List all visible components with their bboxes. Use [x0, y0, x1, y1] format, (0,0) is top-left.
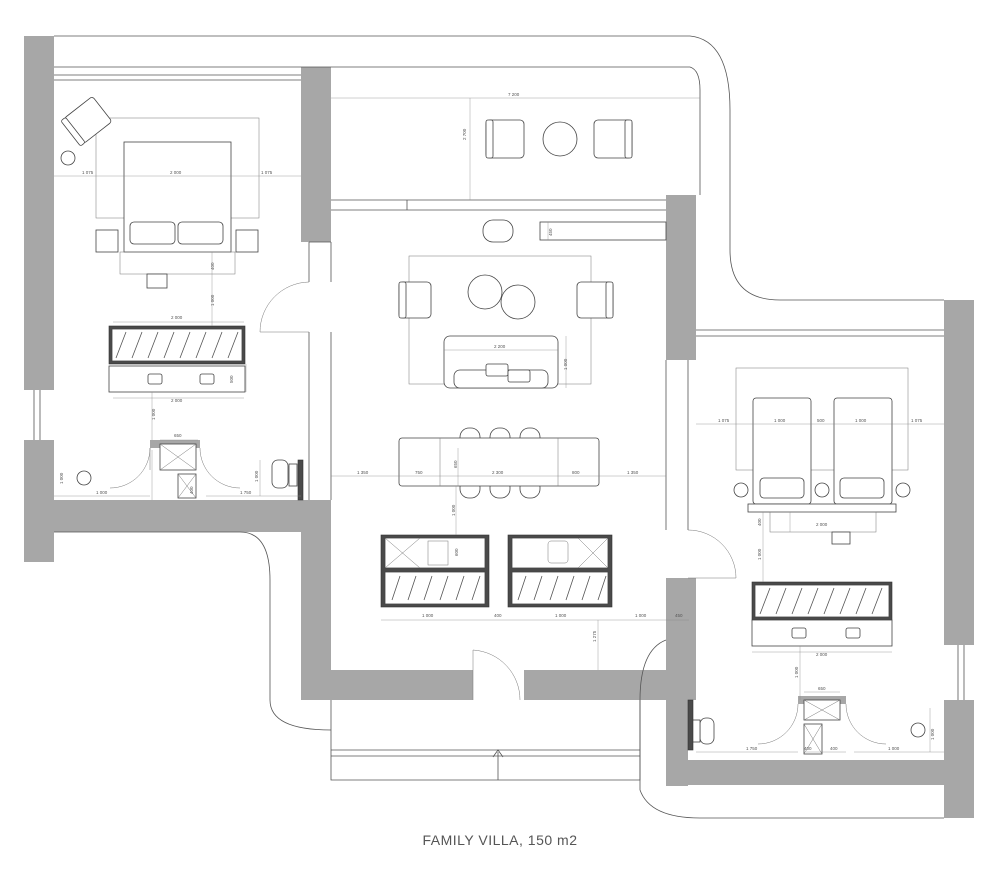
dim-vanity1-depth: 500 — [229, 375, 234, 383]
dim-bath2-mid: 400 — [830, 746, 838, 751]
dim-bath1-gap: 1 000 — [151, 408, 156, 420]
outline — [33, 35, 965, 819]
dim-shower1-width: 650 — [174, 433, 182, 438]
kitchen — [380, 534, 613, 608]
doors — [109, 281, 887, 745]
bedroom-1 — [60, 97, 260, 393]
dim-bath2-toilet: 1 750 — [746, 746, 758, 751]
dim-island-height: 650 — [453, 460, 458, 468]
dim-bed1-right: 1 075 — [261, 170, 273, 175]
dim-beds2-to-dresser: 1 000 — [757, 548, 762, 560]
dim-bench2: 2 000 — [816, 522, 828, 527]
dim-living-sofa: 2 200 — [494, 344, 506, 349]
dim-bath2-gap: 1 000 — [794, 666, 799, 678]
dim-bed2a: 1 000 — [774, 418, 786, 423]
dim-bath1-door2: 1 000 — [254, 470, 259, 482]
living-room — [398, 219, 667, 389]
dim-kitchen-gap: 1 000 — [451, 504, 456, 516]
dim-vanity2: 2 000 — [816, 652, 828, 657]
dim-bath2-right: 1 000 — [888, 746, 900, 751]
plan-caption: FAMILY VILLA, 150 m2 — [422, 832, 578, 848]
dim-beds2-right: 1 075 — [911, 418, 923, 423]
dining-island — [398, 427, 600, 499]
dim-living-rug: 1 000 — [563, 358, 568, 370]
dimension-labels: 7 200 2 700 1 075 2 000 1 075 400 1 000 … — [59, 92, 935, 751]
dim-counter-depth: 600 — [454, 548, 459, 556]
dim-kitchen-side: 1 000 — [635, 613, 647, 618]
dim-terrace-depth: 2 700 — [462, 128, 467, 140]
dim-bath1-door: 1 000 — [59, 472, 64, 484]
dim-bath1-toilet: 1 750 — [240, 490, 252, 495]
dim-kitchen-mid: 400 — [494, 613, 502, 618]
dimension-lines — [54, 97, 944, 753]
dim-bed1-left: 1 075 — [82, 170, 94, 175]
dim-island-left-gap: 1 350 — [357, 470, 369, 475]
dim-beds2-gap: 500 — [817, 418, 825, 423]
dim-kitchen-right: 1 000 — [555, 613, 567, 618]
dim-bench2-depth: 400 — [757, 518, 762, 526]
dim-kitchen-end: 450 — [675, 613, 683, 618]
dim-dresser1-top: 2 000 — [171, 315, 183, 320]
bathroom-1 — [76, 443, 304, 501]
dim-shower2-width: 650 — [818, 686, 826, 691]
dim-bed1-depth: 400 — [210, 262, 215, 270]
dim-tv-unit: 450 — [548, 228, 553, 236]
dim-bed1-to-dresser: 1 000 — [210, 294, 215, 306]
bathroom-2 — [687, 699, 926, 755]
terrace — [485, 119, 633, 159]
dim-bath1-small: 400 — [189, 486, 194, 494]
dim-island-total: 2 300 — [492, 470, 504, 475]
dim-bed1-width: 2 000 — [170, 170, 182, 175]
dim-island-left: 750 — [415, 470, 423, 475]
bedroom-2 — [733, 367, 911, 647]
dim-bed2b: 1 000 — [855, 418, 867, 423]
dim-bath1-left: 1 000 — [96, 490, 108, 495]
dim-beds2-left: 1 075 — [718, 418, 730, 423]
dim-island-right-gap: 1 350 — [627, 470, 639, 475]
dim-entry-gap: 1 275 — [592, 630, 597, 642]
dim-island-right: 800 — [572, 470, 580, 475]
dim-bath2-door: 1 000 — [930, 728, 935, 740]
dim-bath2-small: 400 — [804, 746, 812, 751]
walls — [24, 36, 974, 818]
dim-dresser1-bottom: 2 000 — [171, 398, 183, 403]
dim-terrace-width: 7 200 — [508, 92, 520, 97]
dim-kitchen-left: 1 000 — [422, 613, 434, 618]
